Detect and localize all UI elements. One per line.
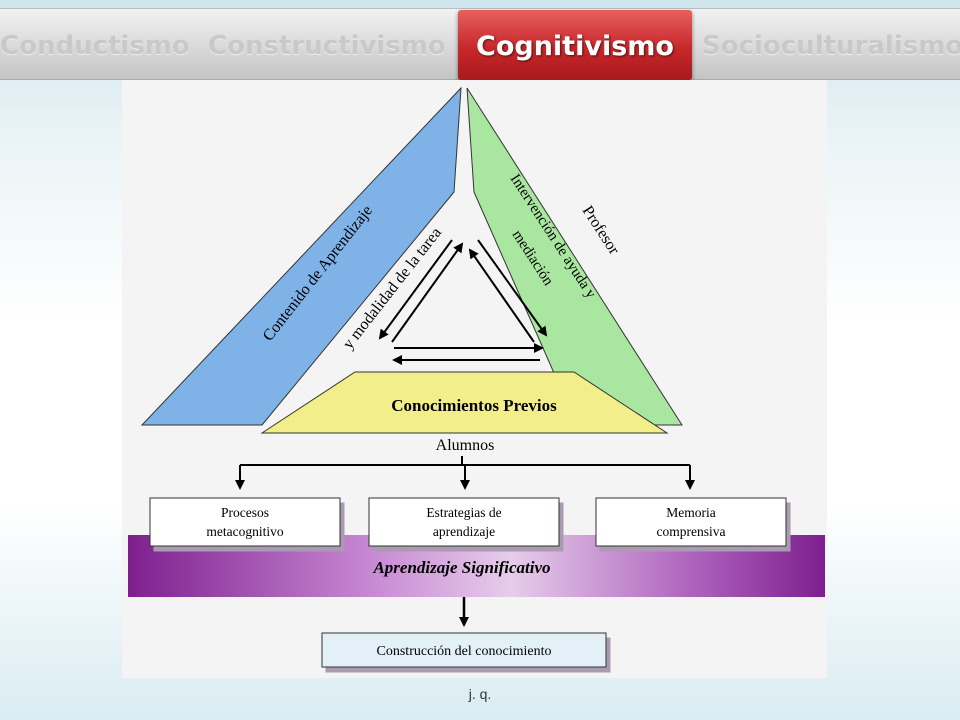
- credit-text: j. q.: [468, 686, 492, 702]
- cognitivism-diagram: Contenido de Aprendizaje y modalidad de …: [128, 86, 825, 668]
- box-estrategias: Estrategias de aprendizaje: [368, 497, 560, 547]
- base-label: Conocimientos Previos: [391, 396, 557, 415]
- tab-cognitivismo-label: Cognitivismo: [476, 31, 674, 62]
- box-1-line2: metacognitivo: [206, 524, 283, 539]
- box-memoria: Memoria comprensiva: [595, 497, 787, 547]
- aprendizaje-label: Aprendizaje Significativo: [372, 558, 550, 577]
- arrow-inner-left-down: [378, 239, 453, 340]
- base-band: [260, 371, 669, 434]
- box-procesos: Procesos metacognitivo: [149, 497, 341, 547]
- construccion-label: Construcción del conocimiento: [377, 644, 552, 659]
- box-1-line1: Procesos: [221, 505, 269, 520]
- tab-socioculturalismo[interactable]: Socioculturalismo: [702, 31, 960, 61]
- arrow-inner-right-up: [468, 248, 535, 343]
- right-outer-label: Profesor: [579, 203, 623, 258]
- box-2-line2: aprendizaje: [433, 524, 495, 539]
- diagram-panel: Contenido de Aprendizaje y modalidad de …: [122, 80, 827, 678]
- box-construccion: Construcción del conocimiento: [321, 632, 607, 668]
- tab-cognitivismo[interactable]: Cognitivismo: [458, 10, 692, 80]
- box-3-line1: Memoria: [666, 505, 716, 520]
- left-band: [140, 86, 462, 426]
- alumnos-label: Alumnos: [436, 437, 495, 454]
- tab-constructivismo[interactable]: Constructivismo: [208, 31, 446, 61]
- box-2-line1: Estrategias de: [426, 505, 501, 520]
- arrow-inner-right-down: [477, 239, 548, 337]
- tab-conductismo[interactable]: Conductismo: [0, 31, 190, 61]
- arrow-inner-left-up: [391, 242, 464, 343]
- box-3-line2: comprensiva: [657, 524, 726, 539]
